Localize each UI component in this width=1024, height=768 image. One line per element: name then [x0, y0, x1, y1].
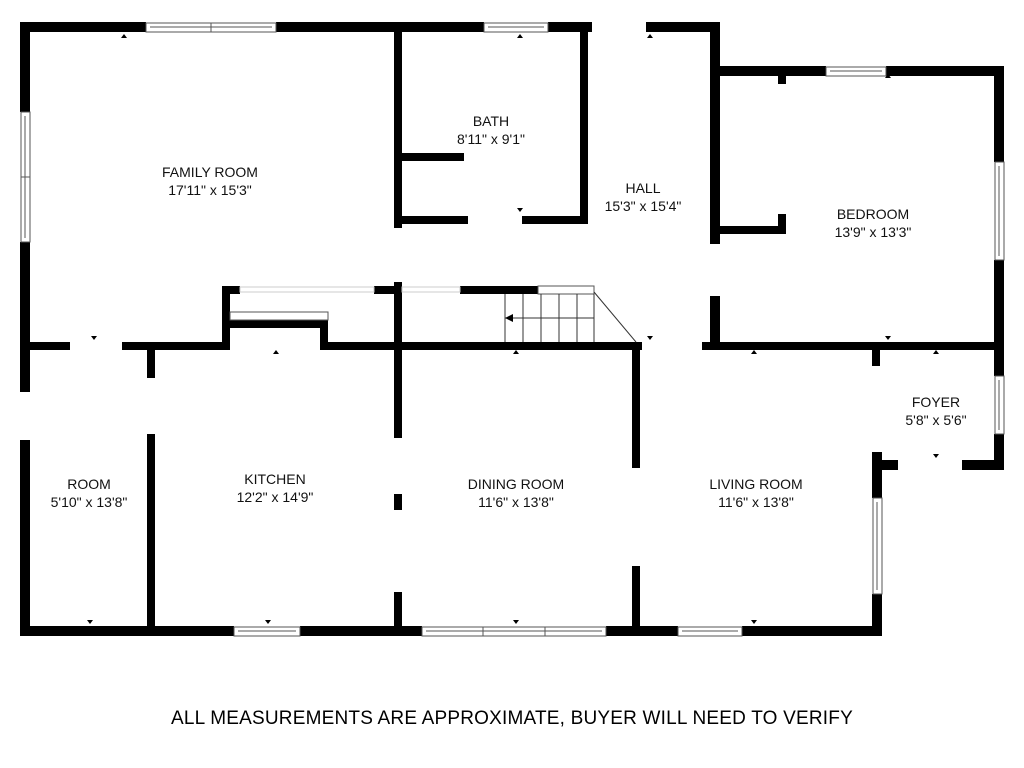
room-label-foyer: FOYER 5'8" x 5'6"	[905, 393, 966, 429]
room-dimensions: 11'6" x 13'8"	[718, 494, 794, 510]
room-dimensions: 8'11" x 9'1"	[457, 131, 525, 147]
room-label-room: ROOM 5'10" x 13'8"	[51, 475, 128, 511]
room-name: ROOM	[67, 476, 111, 492]
room-name: DINING ROOM	[467, 476, 565, 492]
room-name: BEDROOM	[836, 206, 910, 222]
room-dimensions: 13'9" x 13'3"	[834, 224, 912, 240]
room-label-kitchen: KITCHEN 12'2" x 14'9"	[237, 470, 314, 506]
room-label-family-room: FAMILY ROOM 17'11" x 15'3"	[162, 163, 258, 199]
room-label-living-room: LIVING ROOM 11'6" x 13'8"	[709, 475, 802, 511]
room-name: KITCHEN	[244, 471, 306, 487]
room-name: LIVING ROOM	[709, 476, 803, 492]
walls	[20, 22, 1004, 636]
room-label-dining-room: DINING ROOM 11'6" x 13'8"	[468, 475, 564, 511]
room-name: BATH	[472, 113, 510, 129]
stair-direction-arrow-icon	[505, 314, 513, 322]
room-dimensions: 17'11" x 15'3"	[168, 182, 252, 198]
room-dimensions: 11'6" x 13'8"	[478, 494, 554, 510]
room-name: FAMILY ROOM	[162, 164, 258, 180]
room-name: FOYER	[911, 394, 961, 410]
room-label-bedroom: BEDROOM 13'9" x 13'3"	[835, 205, 912, 241]
room-name: HALL	[625, 180, 661, 196]
room-label-hall: HALL 15'3" x 15'4"	[605, 179, 682, 215]
room-dimensions: 12'2" x 14'9"	[236, 489, 314, 505]
measurement-disclaimer: ALL MEASUREMENTS ARE APPROXIMATE, BUYER …	[171, 708, 853, 729]
dimension-markers	[87, 34, 939, 624]
room-dimensions: 5'8" x 5'6"	[905, 412, 967, 428]
windows	[20, 22, 1005, 637]
room-dimensions: 15'3" x 15'4"	[604, 198, 682, 214]
room-dimensions: 5'10" x 13'8"	[50, 494, 128, 510]
room-label-bath: BATH 8'11" x 9'1"	[457, 112, 525, 148]
staircase	[504, 285, 637, 343]
